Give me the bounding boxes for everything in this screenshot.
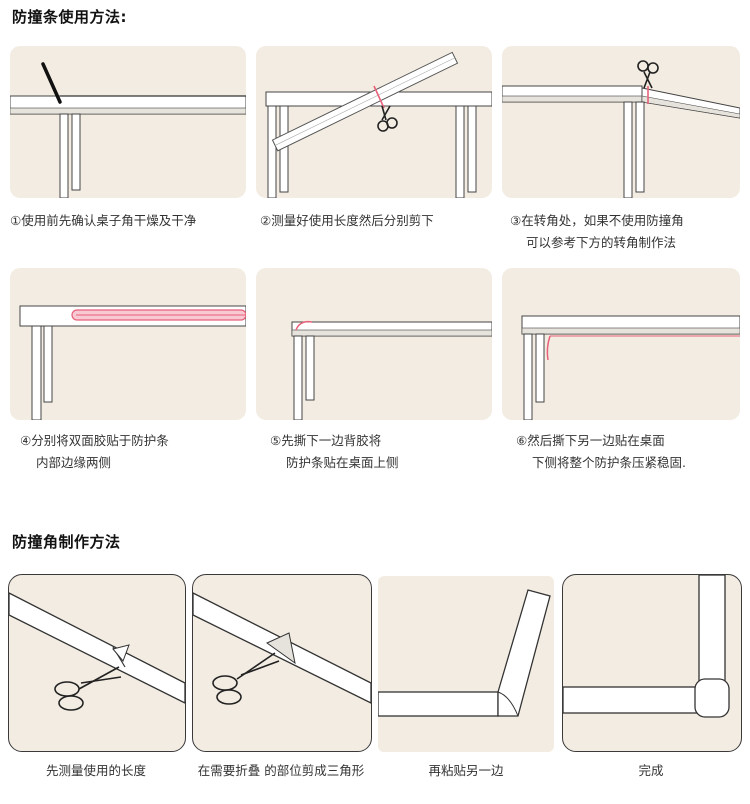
scissors-icon — [212, 652, 280, 705]
section-title-usage: 防撞条使用方法: — [12, 8, 127, 26]
pen-icon — [41, 62, 62, 104]
corner-step4-illustration — [562, 574, 742, 752]
step6-illustration — [502, 268, 740, 420]
scissors-icon — [637, 60, 659, 89]
step4-caption: ④分别将双面胶贴于防护条 内部边缘两侧 — [20, 433, 169, 470]
step5-caption: ⑤先撕下一边背胶将 防护条贴在桌面上侧 — [270, 433, 399, 470]
step5-illustration — [256, 268, 492, 420]
corner-step2-caption: 在需要折叠 的部位剪成三角形 — [197, 763, 365, 778]
scissors-icon — [54, 666, 122, 711]
corner-step1-caption: 先测量使用的长度 — [45, 763, 146, 778]
step1-caption: ①使用前先确认桌子角干燥及干净 — [10, 213, 197, 228]
step2-caption: ②测量好使用长度然后分别剪下 — [260, 213, 434, 228]
step1-illustration — [10, 46, 246, 198]
corner-step4-caption: 完成 — [638, 763, 664, 778]
step6-caption: ⑥然后撕下另一边贴在桌面 下侧将整个防护条压紧稳固. — [516, 433, 686, 470]
step4-illustration — [10, 268, 246, 420]
corner-step1-illustration — [8, 574, 186, 752]
step3-caption: ③在转角处，如果不使用防撞角 可以参考下方的转角制作法 — [510, 213, 684, 250]
section-title-corner: 防撞角制作方法 — [12, 533, 121, 551]
corner-step3-caption: 再粘贴另一边 — [428, 763, 504, 778]
step3-illustration — [502, 46, 740, 198]
corner-step2-illustration — [192, 574, 372, 752]
scissors-icon — [377, 105, 398, 132]
corner-step3-illustration — [378, 576, 554, 752]
step2-illustration — [256, 46, 492, 198]
